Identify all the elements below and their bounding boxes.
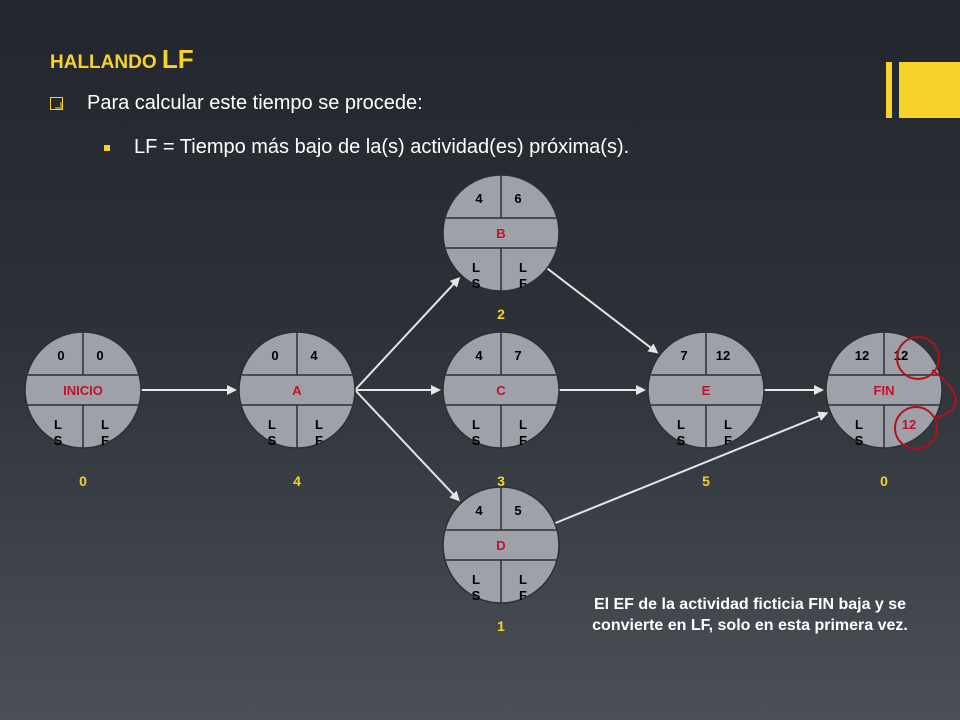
- edges-layer: [141, 267, 829, 525]
- node-es: 4: [475, 191, 483, 206]
- edge-a-d: [354, 389, 460, 502]
- node-es: 7: [680, 348, 687, 363]
- highlight-layer: [894, 336, 957, 450]
- node-ef: 12: [894, 348, 908, 363]
- edge-b-e: [546, 267, 659, 354]
- bullet-text-1: Para calcular este tiempo se procede:: [87, 92, 423, 114]
- node-ef: 0: [96, 348, 103, 363]
- bullet-level2: LF = Tiempo más bajo de la(s) actividad(…: [104, 136, 629, 159]
- title-highlight: LF: [161, 44, 194, 74]
- node-below-value: 0: [79, 473, 87, 489]
- node-label: A: [292, 383, 302, 398]
- node-below-value: 0: [880, 473, 888, 489]
- node-label: D: [496, 538, 505, 553]
- node-label: FIN: [874, 383, 895, 398]
- bullet-level1: Para calcular este tiempo se procede:: [50, 92, 423, 115]
- highlight-circle-lf: [894, 406, 938, 450]
- node-es: 12: [855, 348, 869, 363]
- highlight-connector: [931, 369, 957, 419]
- node-below-value: 4: [293, 473, 301, 489]
- node-label: INICIO: [63, 383, 103, 398]
- node-es: 0: [271, 348, 278, 363]
- checkbox-bullet-icon: [50, 97, 63, 110]
- node-es: 0: [57, 348, 64, 363]
- title-prefix: HALLANDO: [50, 52, 162, 73]
- node-lf: 12: [902, 417, 916, 432]
- node-ef: 5: [514, 503, 521, 518]
- node-below-value: 3: [497, 473, 505, 489]
- node-es: 4: [475, 503, 483, 518]
- explanation-note: El EF de la actividad ficticia FIN baja …: [592, 596, 908, 634]
- node-ef: 7: [514, 348, 521, 363]
- node-es: 4: [475, 348, 483, 363]
- node-below-value: 5: [702, 473, 710, 489]
- decorative-bar-thick: [899, 62, 960, 118]
- node-ef: 4: [310, 348, 318, 363]
- edge-d-fin: [554, 411, 829, 525]
- square-bullet-icon: [104, 144, 110, 151]
- node-below-value: 2: [497, 306, 505, 322]
- node-label: B: [496, 226, 505, 241]
- node-label: E: [702, 383, 711, 398]
- node-ef: 6: [514, 191, 521, 206]
- page-title: HALLANDO LF: [50, 44, 194, 75]
- edge-a-b: [354, 276, 461, 391]
- node-below-value: 1: [497, 618, 505, 634]
- highlight-circle-ef: [896, 336, 940, 380]
- decorative-bar-thin: [886, 62, 892, 118]
- bullet-text-2: LF = Tiempo más bajo de la(s) actividad(…: [134, 136, 630, 158]
- node-ef: 12: [716, 348, 730, 363]
- node-label: C: [496, 383, 506, 398]
